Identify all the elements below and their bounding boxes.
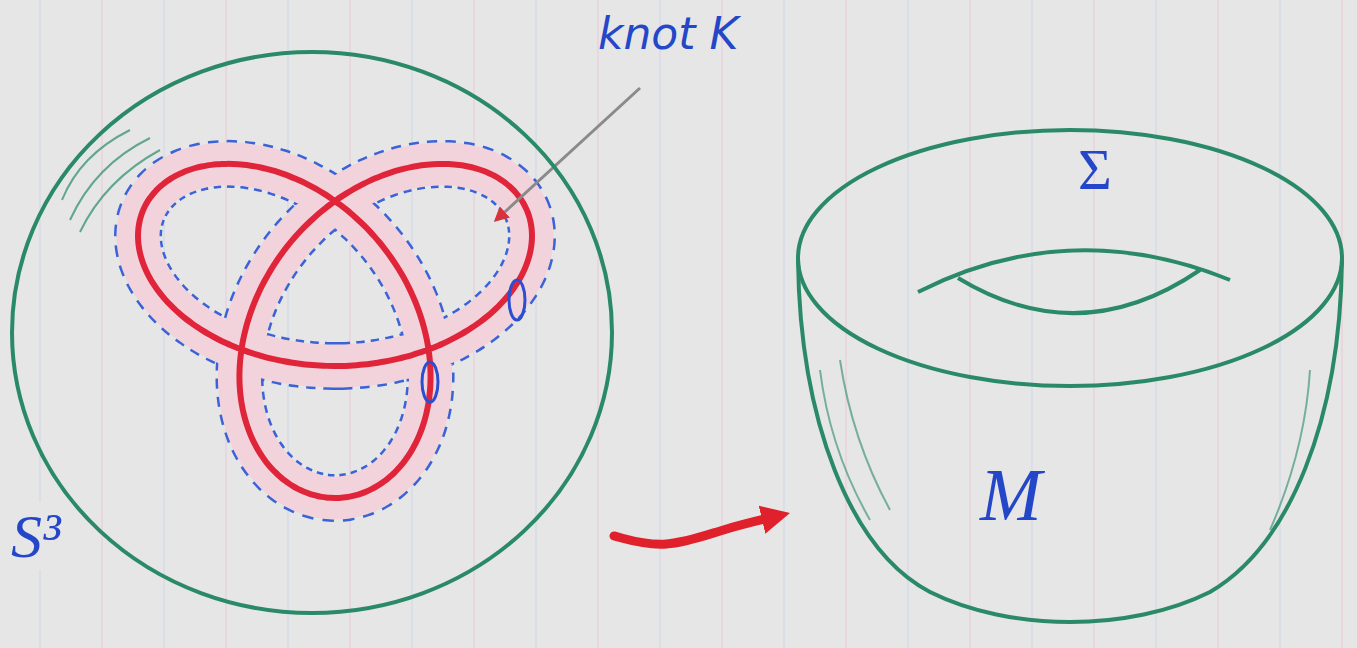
manifold-label: M bbox=[980, 455, 1042, 536]
paper-line bbox=[907, 0, 909, 648]
meridian-ring bbox=[422, 362, 438, 402]
trefoil-knot bbox=[138, 164, 532, 498]
paper-line bbox=[349, 0, 351, 648]
sphere-node: knot KS³ bbox=[10, 50, 614, 615]
paper-line bbox=[1279, 0, 1281, 648]
paper-line bbox=[659, 0, 661, 648]
shading-strokes bbox=[820, 360, 1310, 530]
paper-line bbox=[1341, 0, 1343, 648]
boundary-label: Σ bbox=[1078, 138, 1112, 202]
solid-torus-body bbox=[798, 260, 1342, 622]
paper-line bbox=[597, 0, 599, 648]
hole-edge bbox=[958, 270, 1200, 313]
node-outline bbox=[790, 120, 1352, 645]
paper-line bbox=[783, 0, 785, 648]
paper-lines bbox=[40, 0, 1342, 648]
sphere-outline bbox=[12, 52, 612, 613]
leader-line bbox=[496, 88, 640, 220]
space-label: S³ bbox=[8, 502, 64, 570]
paper-line bbox=[1031, 0, 1033, 648]
transform-arrow bbox=[614, 516, 776, 544]
paper-line bbox=[1217, 0, 1219, 648]
solid-torus-rim bbox=[798, 130, 1342, 386]
meridian-ring bbox=[509, 280, 525, 320]
paper-line bbox=[1093, 0, 1095, 648]
paper-line bbox=[969, 0, 971, 648]
paper-line bbox=[845, 0, 847, 648]
paper-line bbox=[101, 0, 103, 648]
paper-line bbox=[287, 0, 289, 648]
shading-strokes bbox=[62, 130, 160, 232]
knot-label: knot K bbox=[598, 10, 738, 58]
node-outline bbox=[10, 50, 614, 615]
paper-line bbox=[1155, 0, 1157, 648]
hole-edge bbox=[918, 250, 1230, 292]
paper-line bbox=[721, 0, 723, 648]
solid-torus-node: ΣM bbox=[790, 120, 1352, 645]
paper-line bbox=[535, 0, 537, 648]
